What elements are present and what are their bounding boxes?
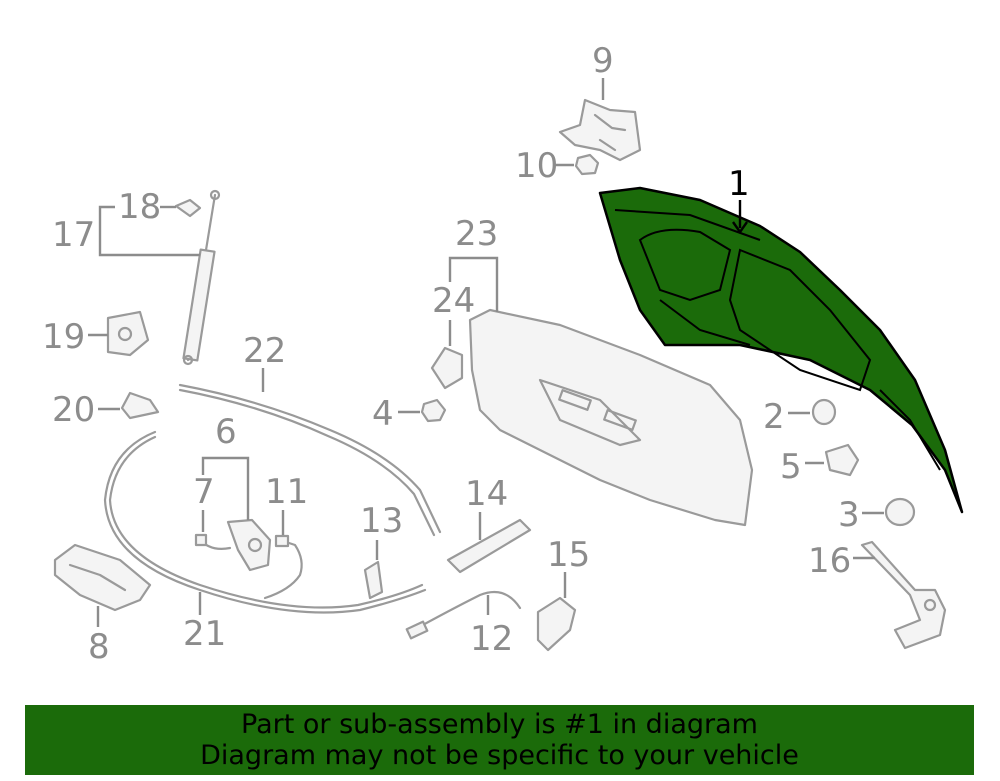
clip-part-18	[174, 198, 202, 218]
callout-20: 20	[52, 390, 95, 430]
callout-6: 6	[215, 412, 237, 452]
bumper-part-20	[120, 391, 160, 420]
callout-13: 13	[360, 501, 403, 541]
callout-3: 3	[838, 495, 860, 535]
callout-11: 11	[265, 472, 308, 512]
callout-16: 16	[808, 541, 851, 581]
callout-2: 2	[763, 397, 785, 437]
stop-part-24	[430, 346, 464, 390]
info-banner: Part or sub-assembly is #1 in diagram Di…	[25, 705, 974, 775]
bumper-part-2	[811, 398, 837, 426]
callout-21: 21	[183, 614, 226, 654]
callout-18: 18	[118, 187, 161, 227]
hood-part-1[interactable]	[598, 186, 964, 514]
banner-line-2: Diagram may not be specific to your vehi…	[200, 740, 799, 771]
nut-part-10	[574, 153, 600, 176]
parts-diagram: 1 9 10 18 17 19 20 22 21	[42, 41, 964, 667]
callout-19: 19	[42, 317, 85, 357]
cable-part-21	[103, 430, 427, 614]
callout-24: 24	[432, 281, 475, 321]
plate-part-8	[53, 543, 152, 612]
callout-4: 4	[372, 394, 394, 434]
strut-part-17	[182, 189, 221, 366]
nut-part-4	[420, 398, 447, 423]
clip-part-13	[363, 560, 384, 600]
insulator-part-23	[468, 308, 754, 527]
callout-22: 22	[243, 331, 286, 371]
release-cable-part-12	[408, 590, 522, 634]
hinge-part-16	[860, 540, 947, 650]
bracket-part-15	[536, 596, 577, 652]
bracket-part-19	[106, 310, 150, 357]
callout-10: 10	[515, 146, 558, 186]
callout-8: 8	[88, 627, 110, 667]
seal-part-22	[178, 383, 442, 534]
callout-14: 14	[465, 474, 508, 514]
banner-line-1: Part or sub-assembly is #1 in diagram	[241, 709, 758, 740]
bumper-part-5	[824, 443, 860, 477]
callout-1: 1	[728, 164, 750, 204]
callout-23: 23	[455, 214, 498, 254]
callout-12: 12	[470, 619, 513, 659]
callout-17: 17	[52, 215, 95, 255]
plug-part-3	[884, 497, 916, 527]
callout-5: 5	[780, 447, 802, 487]
callout-15: 15	[547, 535, 590, 575]
bracket-part-9	[558, 98, 642, 162]
latch-part-6	[226, 518, 272, 572]
callout-9: 9	[592, 41, 614, 81]
bracket-part-14	[446, 518, 532, 574]
callout-7: 7	[193, 472, 215, 512]
switch-part-11	[263, 538, 303, 600]
